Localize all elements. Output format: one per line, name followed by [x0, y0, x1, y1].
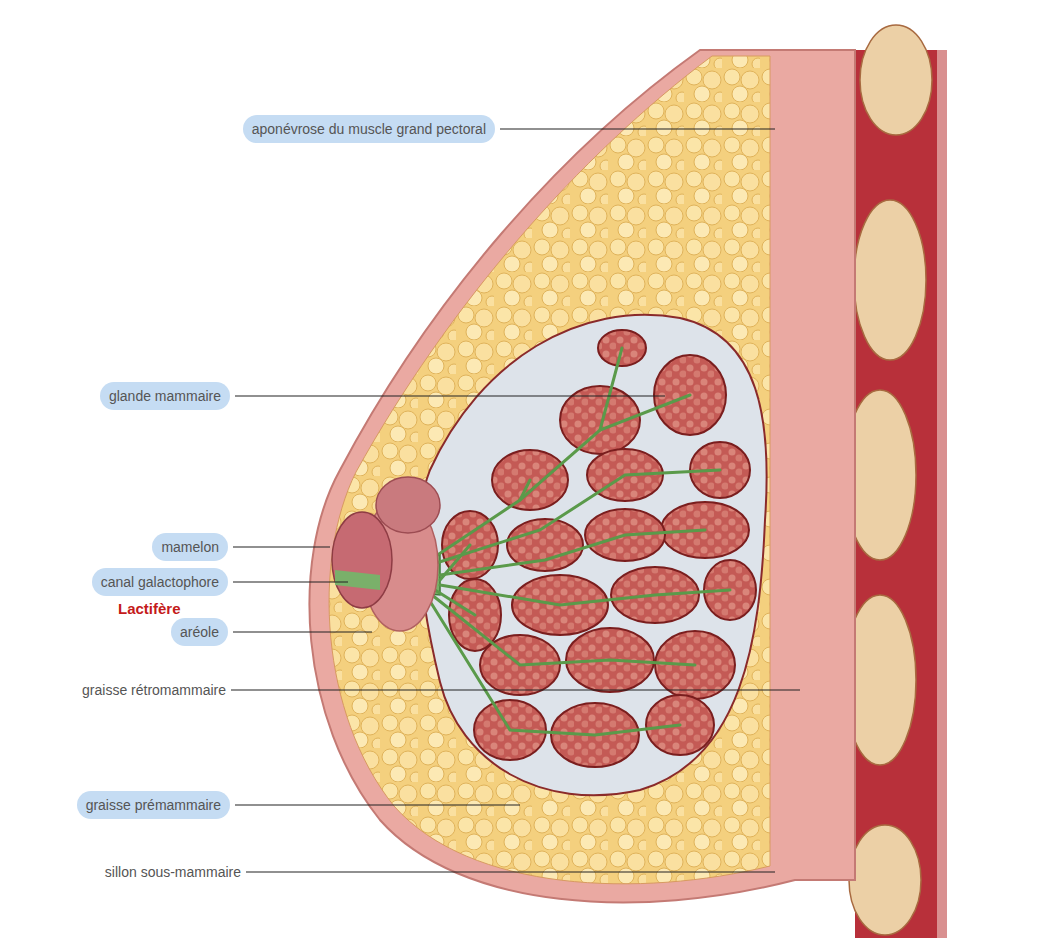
label-pill: aponévrose du muscle grand pectoral [243, 115, 495, 143]
part-label: sillon sous-mammaire [105, 863, 241, 881]
label-pill: graisse prémammaire [77, 791, 230, 819]
part-label: graisse rétromammaire [82, 681, 226, 699]
label-text: canal galactophore [101, 573, 219, 591]
label-text: glande mammaire [109, 387, 221, 405]
label-text: aponévrose du muscle grand pectoral [252, 120, 486, 138]
label-text: graisse prémammaire [86, 796, 221, 814]
label-text: aréole [180, 623, 219, 641]
label-pill: canal galactophore [92, 568, 228, 596]
label-pill: glande mammaire [100, 382, 230, 410]
annotation: Lactifère [118, 600, 181, 618]
label-pill: aréole [171, 618, 228, 646]
label-pill: mamelon [152, 533, 228, 561]
label-text: mamelon [161, 538, 219, 556]
